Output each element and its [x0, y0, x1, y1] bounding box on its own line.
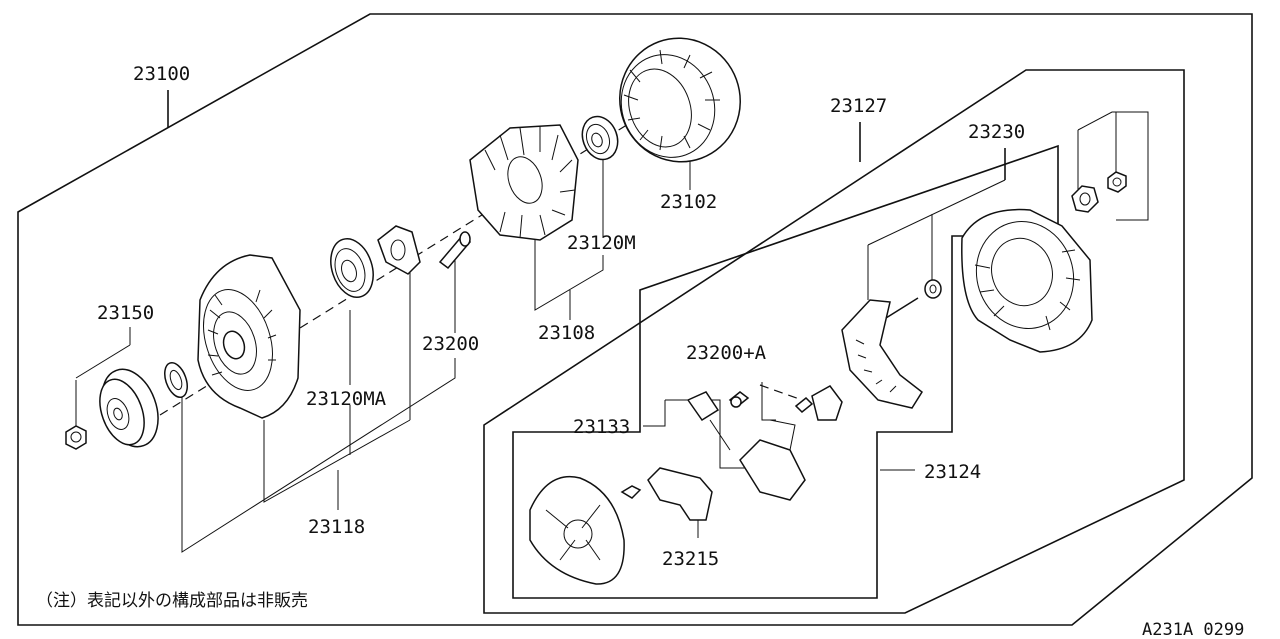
rear-bearing	[581, 115, 619, 161]
label-23120M: 23120M	[567, 232, 636, 254]
terminal-nut-small	[1107, 171, 1127, 193]
front-bearing	[330, 238, 374, 298]
front-cover	[197, 254, 301, 419]
footnote: （注）表記以外の構成部品は非販売	[36, 591, 308, 611]
label-23120MA: 23120MA	[306, 388, 387, 410]
label-23230: 23230	[968, 121, 1025, 143]
rear-assembly-frame	[483, 69, 1185, 614]
label-23124: 23124	[924, 461, 981, 483]
label-23150: 23150	[97, 302, 154, 324]
brush-holder	[686, 391, 806, 501]
stator	[619, 37, 741, 163]
brush	[620, 467, 713, 521]
pulley	[99, 368, 159, 448]
rotor	[469, 124, 579, 241]
label-23100: 23100	[133, 63, 190, 85]
pulley-spacer	[164, 361, 188, 399]
terminal-nut-large	[1071, 185, 1099, 213]
diagram-code: A231A 0299	[1142, 620, 1244, 639]
inner-assembly-frame	[512, 144, 1059, 599]
label-23102: 23102	[660, 191, 717, 213]
label-23127: 23127	[830, 95, 887, 117]
label-23108: 23108	[538, 322, 595, 344]
outer-assembly-frame	[17, 13, 1253, 626]
label-23200-A: 23200+A	[686, 342, 767, 364]
bearing-retainer	[377, 225, 421, 275]
rectifier	[841, 297, 923, 409]
regulator-connector	[794, 385, 843, 421]
pulley-nut	[65, 425, 87, 450]
label-23200: 23200	[422, 333, 479, 355]
leader-lines	[75, 90, 1149, 553]
label-23133: 23133	[573, 416, 630, 438]
label-23215: 23215	[662, 548, 719, 570]
rear-washer	[924, 279, 942, 299]
holder-screw	[728, 391, 750, 408]
label-23118: 23118	[308, 516, 365, 538]
retainer-screw	[438, 231, 472, 270]
end-cover-plate	[529, 476, 625, 585]
rear-cover	[961, 208, 1093, 353]
